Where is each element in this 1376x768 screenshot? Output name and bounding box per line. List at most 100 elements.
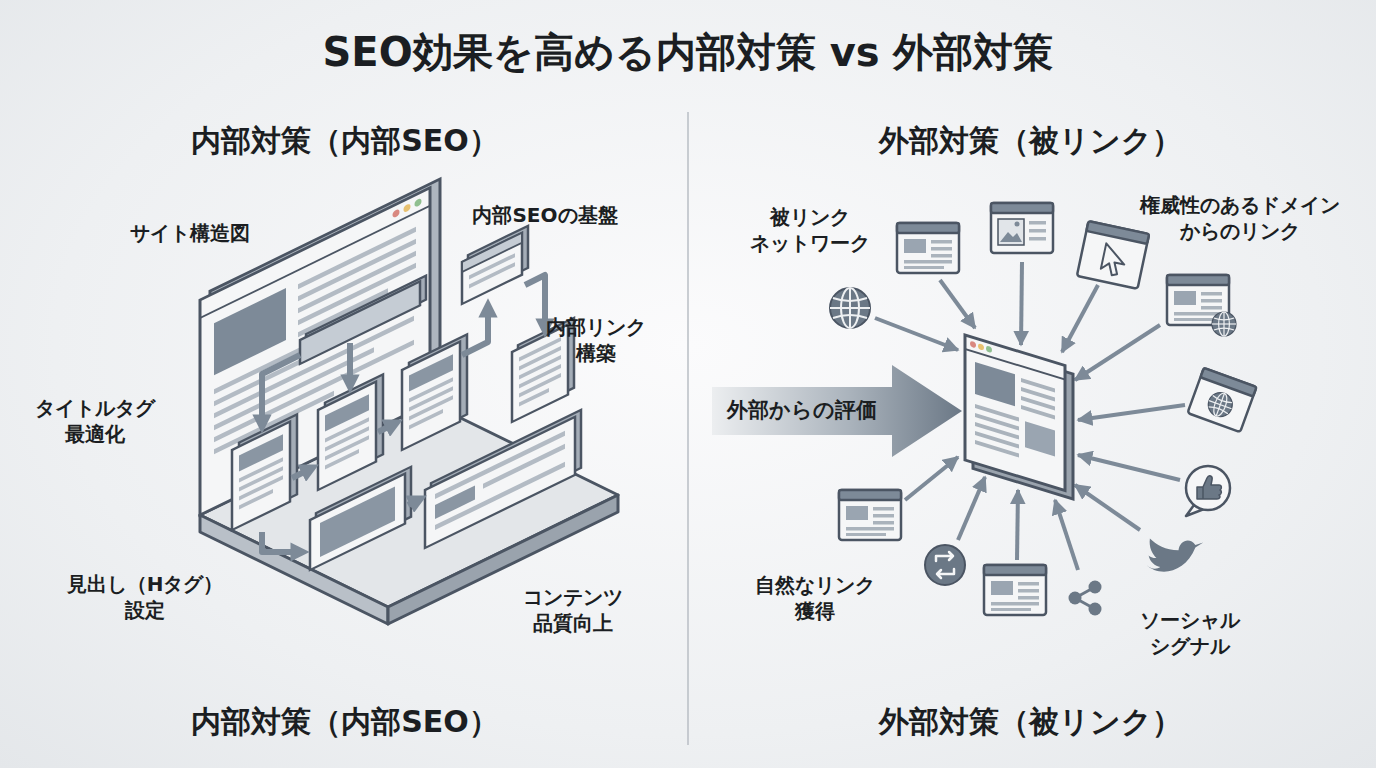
target-page: [970, 341, 976, 349]
content-card: [435, 431, 565, 499]
feature-label: 内部SEOの基盤: [472, 202, 617, 228]
page-card: [232, 422, 290, 530]
backlink-arrow: [1078, 455, 1180, 480]
content-card: [425, 410, 581, 548]
feature-label: タイトルタグ 最適化: [30, 395, 160, 447]
feature-label: ソーシャル シグナル: [1135, 607, 1245, 659]
internal-link-arrow: [262, 275, 545, 552]
page-card: [402, 334, 467, 450]
feature-label: 見出し（Hタグ） 設定: [63, 571, 227, 623]
share-icon: [1089, 581, 1102, 594]
domain-window-icon: [1200, 368, 1256, 397]
content-card: [310, 467, 411, 570]
cursor-window-icon: [1077, 221, 1149, 289]
sitemap-root-bar: [300, 281, 420, 364]
feature-label: 被リンク ネットワーク: [745, 204, 875, 256]
sitemap-root-bar: [300, 276, 426, 364]
domain-window-icon: [1187, 368, 1256, 432]
page-card: [318, 382, 376, 490]
like-bubble-icon: [1197, 476, 1221, 499]
content-card: [320, 487, 395, 558]
page-card: [462, 233, 522, 304]
share-icon: [1069, 592, 1082, 605]
backlink-arrow: [875, 318, 958, 350]
internal-link-arrow: [408, 499, 420, 505]
website-icon: [984, 565, 1046, 615]
bird-icon: [1146, 539, 1203, 572]
panel-heading: 内部対策（内部SEO）: [191, 121, 499, 160]
page-card: [325, 394, 369, 431]
backlink-arrow: [1055, 500, 1078, 570]
panel-footer: 外部対策（被リンク）: [879, 702, 1182, 741]
page-card: [409, 354, 453, 391]
target-page: [986, 345, 992, 353]
bird-icon: [1146, 539, 1203, 572]
backlink-arrow: [940, 280, 975, 328]
backlink-arrow: [958, 477, 985, 540]
share-icon: [1069, 581, 1102, 616]
page-card: [325, 449, 359, 470]
page-card: [318, 374, 383, 490]
page-card: [402, 342, 460, 450]
panel-footer: 内部対策（内部SEO）: [191, 702, 499, 741]
panel-heading: 外部対策（被リンク）: [879, 121, 1182, 160]
feature-label: コンテンツ 品質向上: [518, 584, 628, 636]
target-page: [965, 335, 1073, 499]
domain-window-icon: [1205, 389, 1236, 420]
cursor-window-icon: [1100, 243, 1128, 277]
internal-link-arrow: [347, 343, 353, 386]
backlink-arrow: [1075, 325, 1160, 380]
target-page: [1021, 405, 1055, 419]
page-card: [239, 489, 273, 510]
browser-window: [404, 203, 411, 213]
domain-window-icon: [1187, 368, 1256, 432]
page-card: [409, 409, 443, 430]
content-card: [435, 462, 565, 530]
internal-link-arrow: [262, 355, 300, 426]
browser-window: [393, 208, 400, 218]
backlink-arrow: [1075, 485, 1140, 530]
page-card: [239, 434, 283, 471]
browser-window: [415, 197, 422, 207]
content-card: [435, 486, 475, 520]
target-page: [975, 362, 1015, 406]
cursor-window-icon: [1077, 221, 1149, 289]
website-icon: [991, 203, 1053, 253]
node-text: 外部からの評価: [712, 365, 892, 457]
exchange-icon: [925, 545, 965, 585]
feature-label: サイト構造図: [130, 220, 250, 246]
exchange-icon: [936, 552, 954, 578]
target-page: [965, 335, 1065, 491]
globe-icon: [1212, 312, 1236, 336]
website-icon: [897, 223, 959, 273]
arrow-shape: [712, 365, 962, 457]
page-card: [469, 262, 515, 288]
backlink-arrow: [1021, 262, 1022, 345]
feature-label: 権威性のあるドメイン からのリンク: [1135, 192, 1345, 244]
target-page: [978, 343, 984, 351]
backlink-arrow: [1017, 490, 1018, 560]
page-card: [512, 325, 568, 422]
target-page: [975, 440, 1019, 457]
page-card: [232, 414, 297, 530]
globe-icon: [830, 288, 870, 328]
divider-line: [687, 112, 689, 745]
backlink-arrow: [1062, 285, 1098, 352]
target-page: [1025, 421, 1055, 456]
internal-link-arrow: [525, 275, 545, 330]
content-card: [310, 474, 405, 570]
exchange-icon: [925, 545, 965, 585]
share-icon: [1089, 603, 1102, 616]
like-bubble-icon: [1186, 466, 1230, 510]
internal-link-arrow: [378, 423, 396, 432]
backlink-arrow: [905, 457, 958, 500]
website-icon: [839, 490, 901, 540]
like-bubble-icon: [1186, 466, 1230, 516]
diagram-title: SEO効果を高める内部対策 vs 外部対策: [323, 26, 1054, 78]
evaluation-arrow: 外部からの評価: [712, 365, 962, 457]
page-card: [519, 388, 549, 407]
backlink-arrow: [1078, 405, 1185, 420]
feature-label: 内部リンク 構築: [541, 314, 651, 366]
page-card: [462, 226, 528, 304]
internal-link-arrow: [262, 532, 302, 552]
